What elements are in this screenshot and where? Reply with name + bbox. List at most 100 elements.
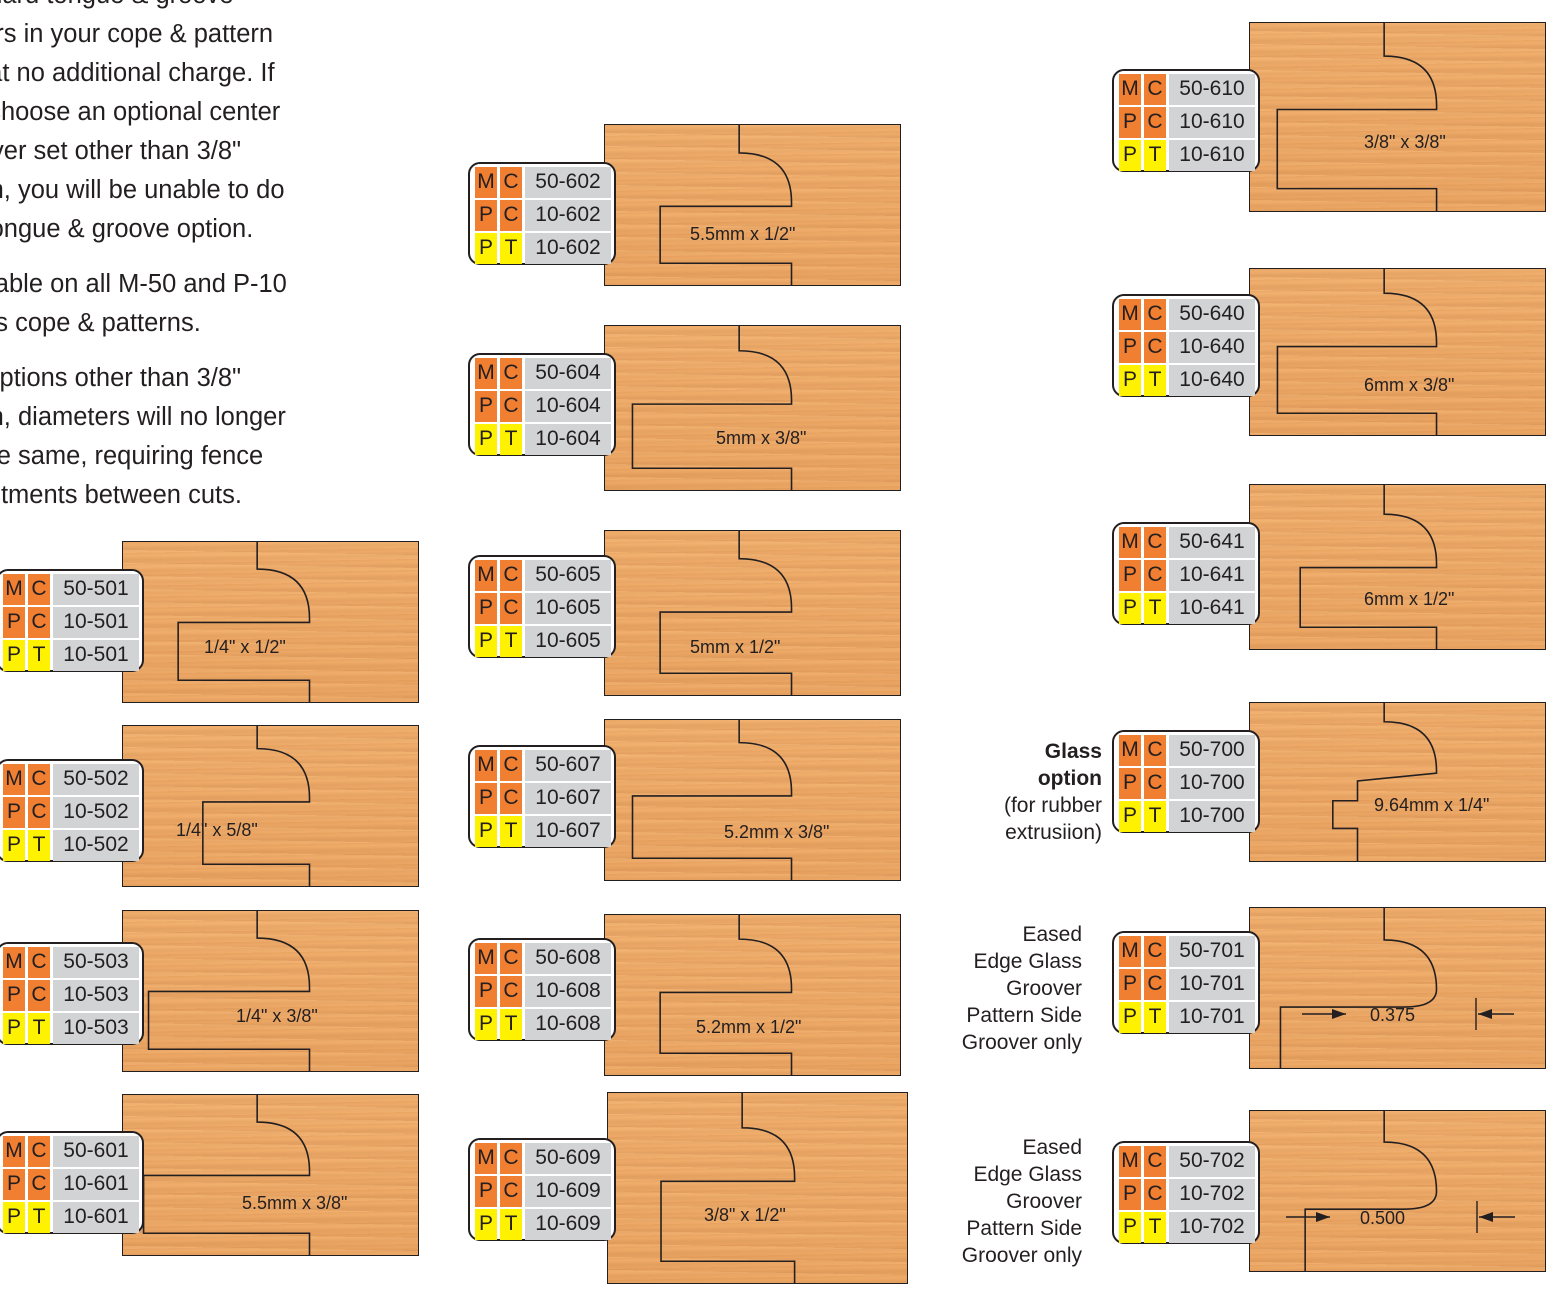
part-number: 10-602 (525, 233, 611, 264)
dimension-label: 1/4" x 5/8" (176, 820, 258, 840)
series-letter: M (475, 560, 497, 591)
side-note-text: Eased Edge Glass Groover Pattern Side Gr… (961, 923, 1082, 1054)
series-letter: C (500, 750, 522, 781)
intro-paragraph: Available on all M-50 and P-10 series co… (0, 270, 287, 337)
part-number: 10-601 (53, 1169, 139, 1200)
series-letter: P (1119, 969, 1141, 1000)
series-letter: P (475, 200, 497, 231)
dimension-label: 1/4" x 3/8" (236, 1006, 318, 1026)
series-letter: M (1119, 527, 1141, 558)
series-letter: M (1119, 74, 1141, 105)
series-letter: C (500, 358, 522, 389)
series-letter: M (1119, 1146, 1141, 1177)
series-letter: C (28, 797, 50, 828)
series-letter: P (475, 593, 497, 624)
wood-profile-50-607 (604, 719, 901, 881)
series-letter: T (28, 830, 50, 861)
series-letter: C (500, 943, 522, 974)
part-number: 10-604 (525, 391, 611, 422)
series-letter: C (1144, 969, 1166, 1000)
cutter-profile-line (1279, 908, 1438, 1068)
cutter-profile-line (631, 326, 793, 490)
cutter-profile-line (147, 911, 311, 1071)
dimension-label: 0.375 (1370, 1005, 1416, 1025)
dimension-label: 5.2mm x 1/2" (696, 1017, 802, 1037)
series-letter: C (500, 976, 522, 1007)
side-note: Glass option (for rubber extrusiion) (970, 738, 1102, 846)
series-letter: P (475, 424, 497, 455)
dimension-label: 5.5mm x 1/2" (690, 224, 796, 244)
part-number: 50-609 (525, 1143, 611, 1174)
series-letter: P (3, 1202, 25, 1233)
series-letter: C (28, 947, 50, 978)
part-number: 10-702 (1169, 1179, 1255, 1210)
series-letter: P (1119, 593, 1141, 624)
part-number: 50-501 (53, 574, 139, 605)
part-number: 10-700 (1169, 801, 1255, 832)
series-letter: T (28, 1013, 50, 1044)
series-letter: C (500, 783, 522, 814)
series-letter: C (1144, 1146, 1166, 1177)
series-letter: M (475, 750, 497, 781)
series-letter: C (500, 167, 522, 198)
series-letter: P (475, 783, 497, 814)
cutter-profile-line (659, 125, 793, 285)
part-number: 10-601 (53, 1202, 139, 1233)
series-letter: P (1119, 107, 1141, 138)
series-letter: P (475, 233, 497, 264)
series-letter: P (475, 976, 497, 1007)
dimension-label: 5mm x 3/8" (716, 428, 807, 448)
side-note-title: Glass option (1037, 740, 1102, 790)
dimension-label: 3/8" x 3/8" (1364, 132, 1446, 152)
series-letter: P (3, 607, 25, 638)
series-letter: C (28, 980, 50, 1011)
series-letter: C (500, 1143, 522, 1174)
series-letter: C (1144, 1179, 1166, 1210)
dimension-label: 1/4" x 1/2" (204, 637, 286, 657)
cutter-profile-line (659, 915, 793, 1075)
series-letter: C (500, 391, 522, 422)
wood-profile-50-609 (607, 1092, 908, 1284)
series-letter: C (28, 607, 50, 638)
series-letter: P (475, 1209, 497, 1240)
series-letter: P (475, 391, 497, 422)
series-letter: C (1144, 936, 1166, 967)
series-letter: C (28, 1136, 50, 1167)
part-number: 10-640 (1169, 365, 1255, 396)
series-letter: T (1144, 593, 1166, 624)
series-letter: P (1119, 332, 1141, 363)
cutter-profile-line (1276, 23, 1438, 211)
dimension-label: 5.2mm x 3/8" (724, 822, 830, 842)
part-number: 50-502 (53, 764, 139, 795)
series-letter: P (475, 816, 497, 847)
series-letter: T (500, 233, 522, 264)
part-number: 10-609 (525, 1176, 611, 1207)
wood-profile-50-601 (122, 1094, 419, 1256)
cutter-profile-line (142, 1095, 311, 1255)
series-letter: P (3, 980, 25, 1011)
part-number: 50-602 (525, 167, 611, 198)
series-letter: P (3, 1169, 25, 1200)
